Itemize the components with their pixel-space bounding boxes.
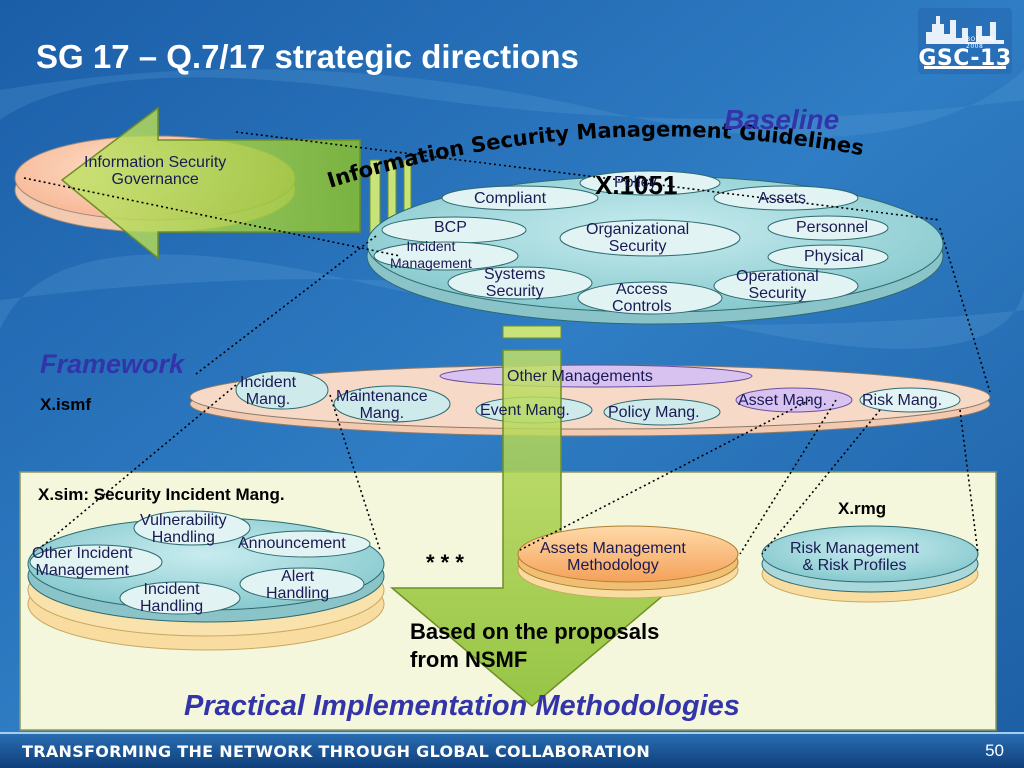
baseline-items — [373, 170, 889, 315]
baseline-item-personnel: Personnel — [796, 219, 869, 236]
risk-profiles-label: Risk Management& Risk Profiles — [790, 540, 919, 574]
slide-title: SG 17 – Q.7/17 strategic directions — [36, 38, 579, 75]
ellipsis: * * * — [426, 550, 464, 575]
baseline-item-physical: Physical — [804, 248, 864, 265]
risk-stack — [761, 525, 979, 603]
framework-item-other: Other Managements — [507, 368, 653, 385]
baseline-item-compliant: Compliant — [474, 190, 547, 207]
down-arrow — [389, 349, 675, 707]
connector-bar — [502, 325, 562, 339]
gsc13-logo: BOSTON 2008 GSC-13 — [918, 8, 1012, 74]
page-number: 50 — [985, 741, 1004, 760]
sim-items — [29, 510, 371, 615]
baseline-code: X.1051 — [595, 170, 678, 200]
rmg-code: X.rmg — [838, 499, 887, 518]
assets-method-stack — [517, 525, 739, 599]
sim-title: X.sim: Security Incident Mang. — [38, 485, 285, 504]
framework-item-policy: Policy Mang. — [608, 404, 700, 421]
logo-text: GSC-13 — [918, 46, 1012, 71]
skyline-icon — [918, 8, 1012, 74]
framework-item-asset: Asset Mang. — [738, 392, 827, 409]
baseline-item-bcp: BCP — [434, 219, 467, 236]
framework-item-risk: Risk Mang. — [862, 392, 943, 409]
sim-item-announcement: Announcement — [238, 535, 346, 552]
governance-arrow — [60, 106, 361, 260]
logo-city: BOSTON 2008 — [966, 36, 995, 50]
practical-title: Practical Implementation Methodologies — [184, 690, 740, 722]
framework-item-event: Event Mang. — [480, 402, 570, 419]
framework-title: Framework — [40, 349, 185, 379]
footer-tagline: TRANSFORMING THE NETWORK THROUGH GLOBAL … — [22, 742, 651, 761]
baseline-title: Baseline — [724, 104, 840, 135]
baseline-item-policy: Policy — [614, 174, 657, 191]
framework-code: X.ismf — [40, 395, 92, 414]
dotted-connectors — [23, 131, 991, 555]
baseline-item-assets: Assets — [758, 190, 807, 207]
